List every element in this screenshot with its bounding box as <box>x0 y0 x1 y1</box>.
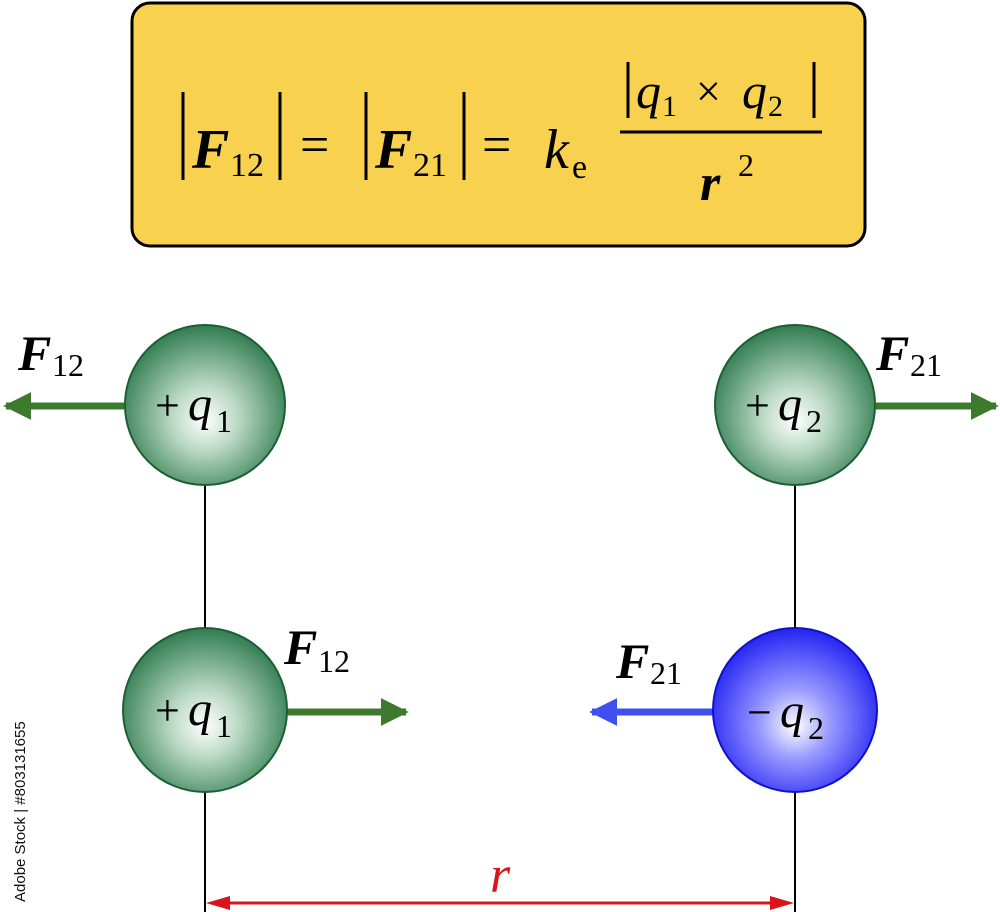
svg-text:F: F <box>283 619 317 675</box>
svg-text:12: 12 <box>52 347 84 383</box>
charge-bottom-right-sub: 2 <box>808 710 824 746</box>
charge-top-right-symbol: q <box>778 378 802 431</box>
formula-mid-symbol: F <box>374 119 412 181</box>
formula-equals-1: = <box>300 117 329 174</box>
svg-text:21: 21 <box>650 655 682 691</box>
distance-indicator: r <box>206 847 794 910</box>
formula-times: × <box>696 67 721 116</box>
charge-top-right: + q 2 <box>714 324 876 486</box>
formula-lhs-symbol: F <box>191 119 229 181</box>
stock-id-watermark: Adobe Stock | #803131655 <box>12 721 29 902</box>
force-label-top-right: F 21 <box>875 325 942 383</box>
formula-equals-2: = <box>482 117 511 174</box>
formula-num-q1-sub: 1 <box>662 90 677 123</box>
charge-bottom-left: + q 1 <box>122 627 288 793</box>
svg-text:F: F <box>17 325 51 381</box>
charge-top-left-sign: + <box>155 381 180 430</box>
charge-bottom-right-symbol: q <box>780 685 804 738</box>
svg-text:F: F <box>875 325 909 381</box>
formula-lhs-sub: 12 <box>230 147 264 184</box>
charge-top-left: + q 1 <box>124 324 286 486</box>
formula-box: F 12 = F 21 = k e q 1 × q 2 r 2 <box>130 1 867 248</box>
svg-text:21: 21 <box>910 347 942 383</box>
charge-top-left-sub: 1 <box>216 403 232 439</box>
charge-bottom-left-symbol: q <box>188 683 212 736</box>
force-label-top-left: F 12 <box>17 325 84 383</box>
charge-bottom-right: − q 2 <box>712 627 878 793</box>
charge-top-right-sub: 2 <box>806 403 822 439</box>
formula-mid-sub: 21 <box>413 147 447 184</box>
charge-top-right-sign: + <box>745 381 770 430</box>
charge-bottom-right-sign: − <box>747 688 772 737</box>
force-label-bottom-right: F 21 <box>615 633 682 691</box>
formula-num-q1: q <box>636 63 661 119</box>
svg-text:F: F <box>615 633 649 689</box>
distance-label: r <box>490 847 511 904</box>
charge-bottom-left-sub: 1 <box>216 708 232 744</box>
formula-num-q2: q <box>742 63 767 119</box>
formula-den-exp: 2 <box>738 147 754 183</box>
svg-text:12: 12 <box>318 643 350 679</box>
force-label-bottom-left: F 12 <box>283 619 350 679</box>
charge-bottom-left-sign: + <box>155 686 180 735</box>
formula-const-symbol: k <box>544 119 570 181</box>
formula-const-sub: e <box>572 149 587 186</box>
formula-num-q2-sub: 2 <box>768 90 783 123</box>
charge-top-left-symbol: q <box>188 378 212 431</box>
formula-den-symbol: r <box>700 155 721 212</box>
